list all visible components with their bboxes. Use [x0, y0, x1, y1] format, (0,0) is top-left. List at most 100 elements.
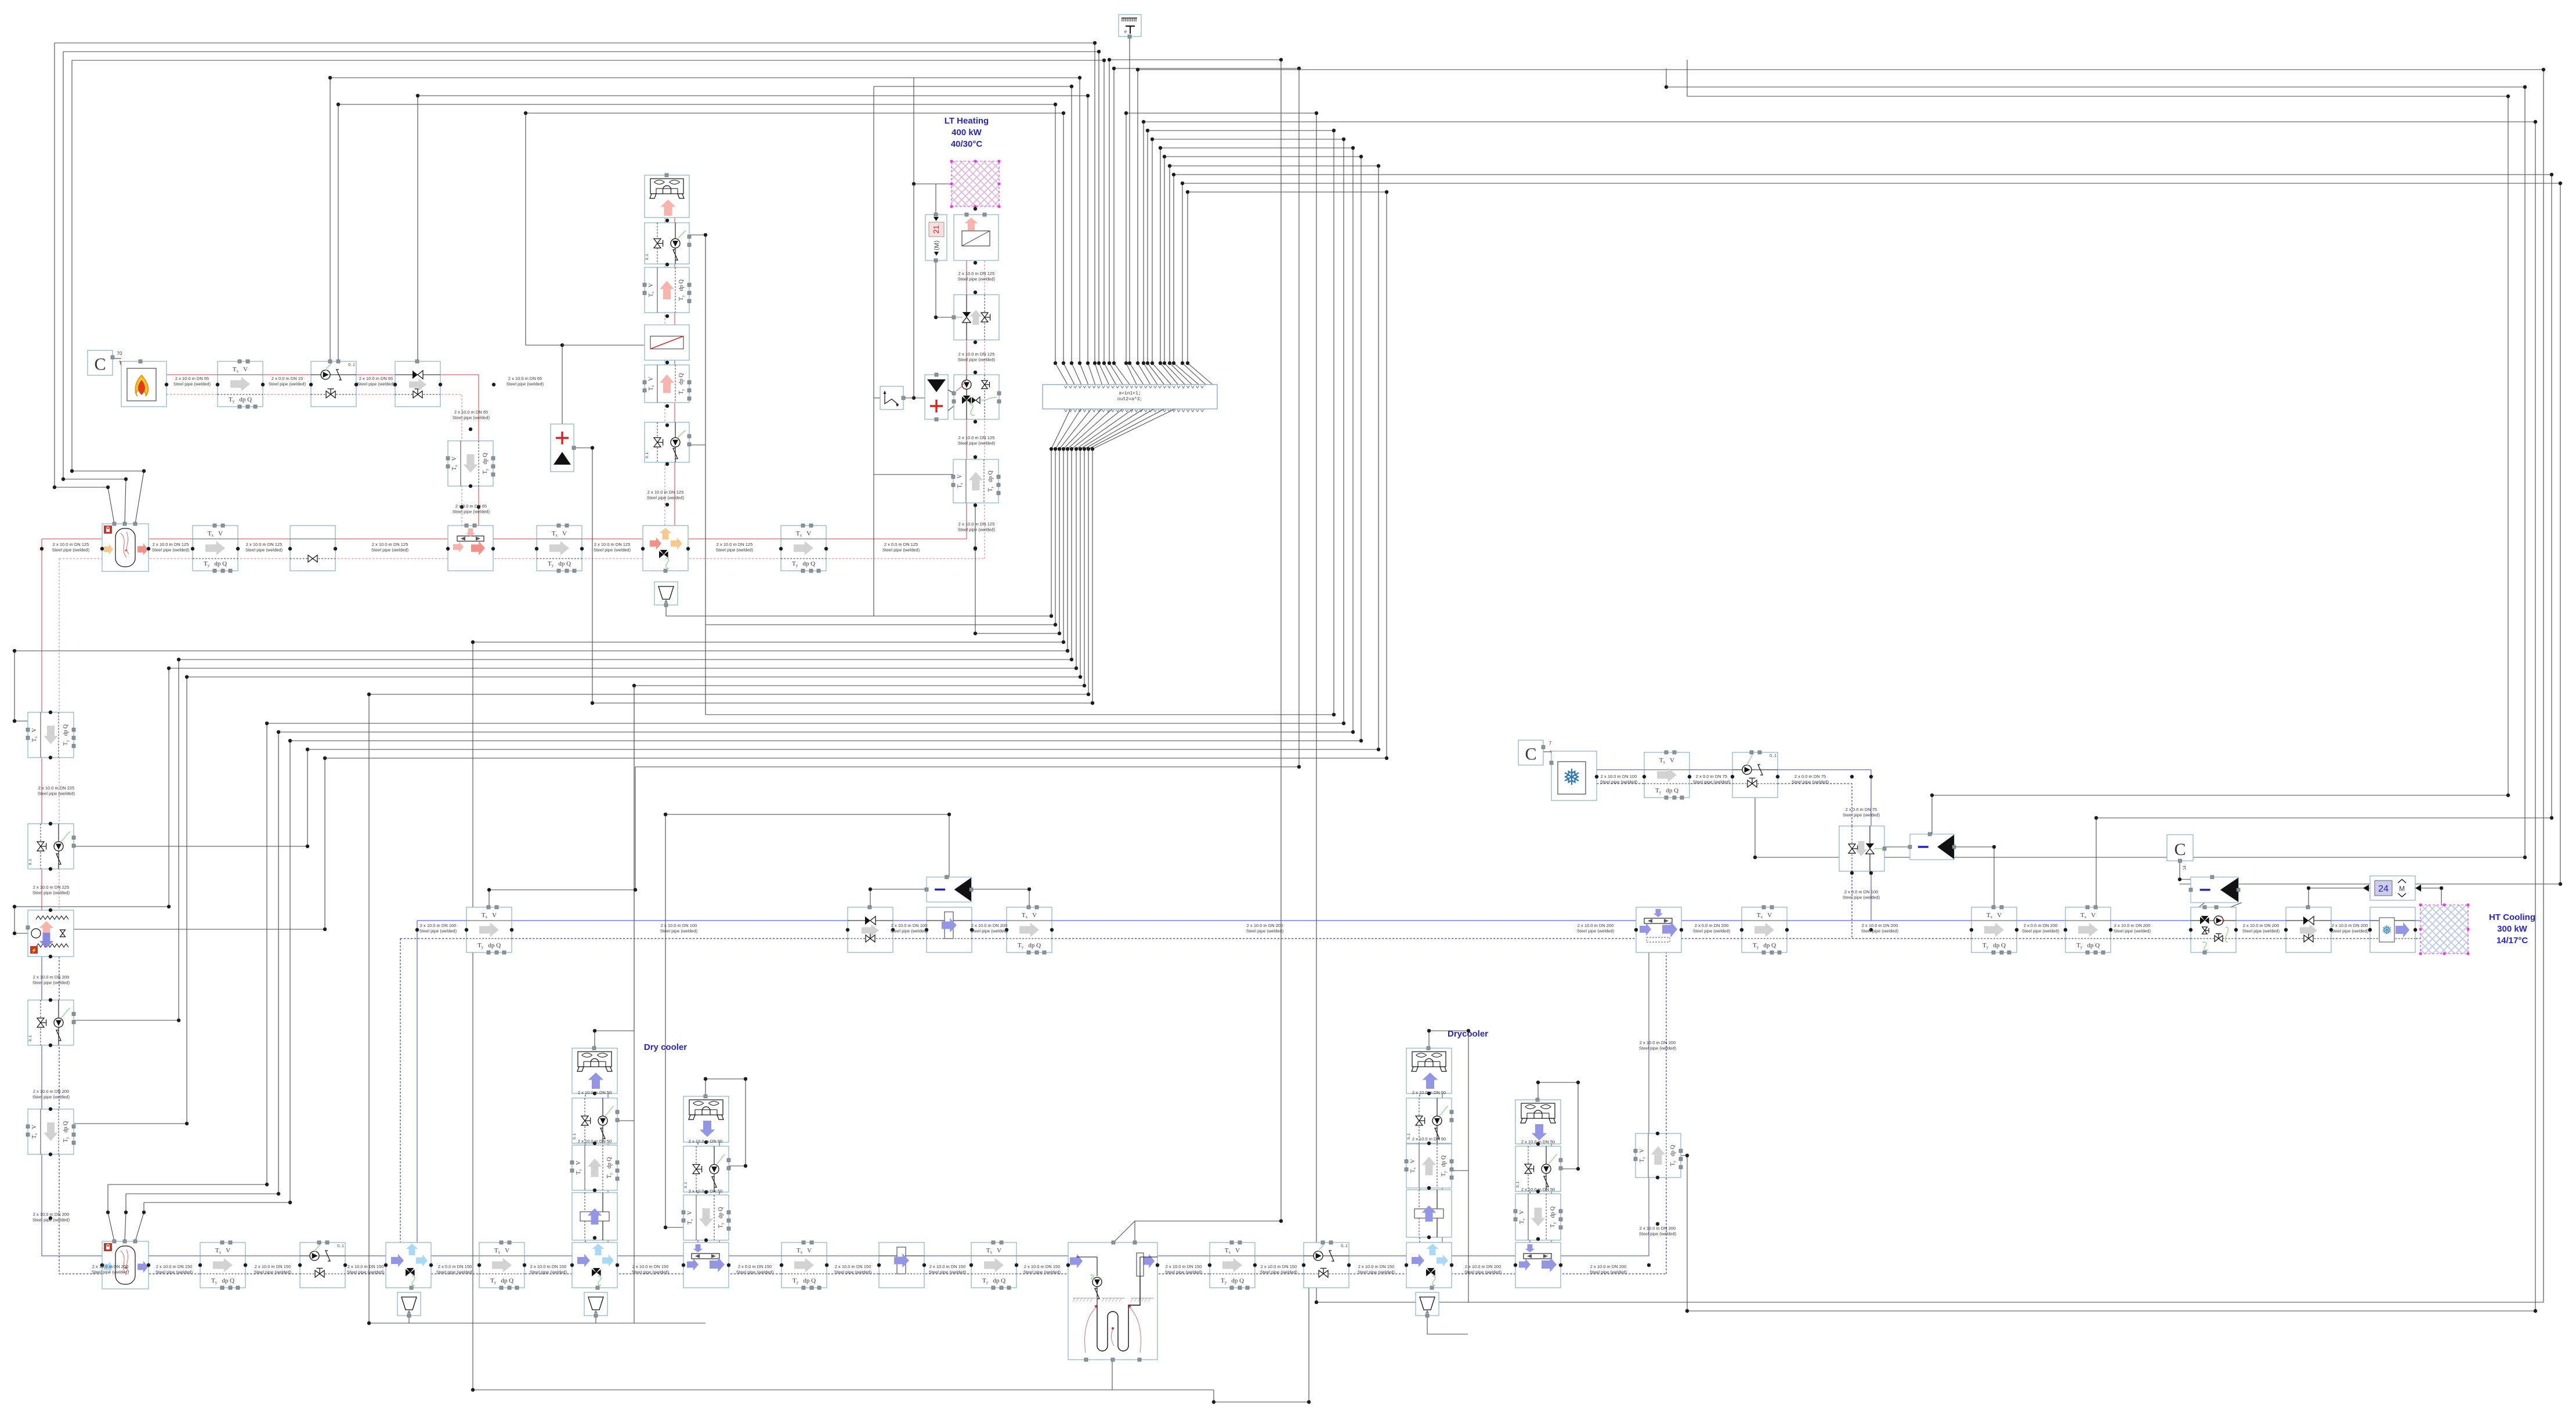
expvessel-bot-2[interactable]	[584, 1292, 608, 1316]
sensor-dc2[interactable]: Tx VTy dp Q	[683, 1194, 729, 1241]
valve-boiler[interactable]	[395, 361, 441, 407]
equation[interactable]: a=in1+1;out2=a^3;	[1042, 384, 1218, 412]
pumpvalve-stack-bot[interactable]: 0..1	[644, 422, 690, 463]
curve-lt[interactable]	[880, 386, 904, 410]
mix-boiler-header[interactable]	[447, 525, 494, 571]
pumpvalve-left-1[interactable]: 0..1	[27, 823, 74, 870]
borefield[interactable]	[1068, 1242, 1158, 1360]
junction-dot	[288, 1200, 292, 1205]
control-link-icon	[1747, 754, 1753, 766]
sensor-ht-3[interactable]: Tx VTy dp Q	[1741, 907, 1788, 953]
sensor-bot-3[interactable]: Tx VTy dp Q	[781, 1242, 827, 1288]
pump-bot-1[interactable]: 0..1	[299, 1242, 346, 1288]
port-icon	[1882, 846, 1887, 851]
valve-ht[interactable]	[847, 907, 893, 953]
sensor-ht-4[interactable]: Tx VTy dp Q	[1971, 907, 2017, 953]
controller-boiler[interactable]: C70	[87, 350, 124, 376]
port-icon	[26, 736, 30, 740]
filter-dc1[interactable]	[571, 1192, 618, 1241]
sensor-stack-bot[interactable]: Tx VTy dp Q	[644, 364, 690, 403]
junction-dc4[interactable]	[1515, 1242, 1561, 1288]
sensor-boiler-riser[interactable]: Tx VTy dp Q	[447, 440, 494, 487]
expvessel-bot-3[interactable]	[1415, 1292, 1439, 1316]
heatpump[interactable]: ⚡	[27, 910, 74, 957]
pump-chiller[interactable]: 0..1	[1732, 752, 1778, 798]
comparator-ht-1[interactable]	[926, 876, 972, 903]
flow-arrow-icon	[650, 537, 661, 550]
sensor-bot-5[interactable]: Tx VTy dp Q	[1209, 1242, 1256, 1288]
fancoil-dc2[interactable]	[683, 1096, 729, 1143]
actuator-lt[interactable]	[953, 214, 999, 261]
valve-chiller-riser[interactable]	[1839, 825, 1885, 872]
pumpvalve-dc1[interactable]: 0..1	[571, 1097, 618, 1144]
sensor-riser[interactable]: Tx VTy dp Q	[1635, 1133, 1681, 1178]
load-ht-cooling[interactable]	[2419, 903, 2470, 955]
load-lt-heating[interactable]	[950, 160, 1001, 208]
sensor-ht-5[interactable]: Tx VTy dp Q	[2065, 907, 2111, 953]
sensor-bot-2[interactable]: Tx VTy dp Q	[479, 1242, 525, 1288]
mix-bot-3[interactable]	[1406, 1242, 1452, 1288]
fancoil-dc4[interactable]	[1515, 1099, 1561, 1144]
pumpvalve-left-2[interactable]: 0..1	[27, 999, 74, 1046]
sensor-dc1[interactable]: Tx VTy dp Q	[571, 1144, 618, 1191]
weather-te[interactable]: e	[1118, 14, 1142, 37]
sensor-lt[interactable]: Tx VTy dp Q	[953, 459, 999, 503]
mix-bot-1[interactable]	[385, 1242, 432, 1288]
expvessel-stack[interactable]	[654, 581, 678, 606]
sensor-header-1[interactable]: Tx VTy dp Q	[192, 525, 238, 571]
sensor-label: Ty dp Q	[1753, 942, 1776, 950]
buffer-tank-heating[interactable]	[102, 523, 149, 572]
sensor-chiller[interactable]: Tx VTy dp Q	[1644, 752, 1690, 798]
mixpump-lt[interactable]	[953, 374, 1000, 420]
filter-dc3[interactable]	[1406, 1189, 1452, 1238]
fancoil-stack[interactable]	[644, 175, 690, 218]
sensor-ht-2[interactable]: Tx VTy dp Q	[1006, 907, 1052, 953]
port-icon	[253, 404, 258, 409]
sensor-ht-1[interactable]: Tx VTy dp Q	[466, 907, 512, 953]
plus-heat[interactable]	[550, 423, 574, 472]
comparator-chiller[interactable]	[1909, 834, 1955, 860]
sensor-header-3[interactable]: Tx VTy dp Q	[780, 525, 827, 571]
sensor-bot-4[interactable]: Tx VTy dp Q	[971, 1242, 1017, 1288]
junction-dc2[interactable]	[683, 1242, 729, 1288]
sensor-dc3[interactable]: Tx VTy dp Q	[1406, 1143, 1452, 1189]
pumpvalve-dc2[interactable]: 0..1	[683, 1146, 729, 1193]
filter-ht[interactable]	[926, 907, 972, 953]
buffer-tank-cooling[interactable]	[102, 1241, 149, 1289]
controller-chiller[interactable]: C7	[1518, 740, 1554, 766]
thermostat-21[interactable]: 21⟨M⟩	[925, 214, 947, 261]
fancoil-dc3[interactable]	[1406, 1048, 1452, 1094]
sensor-left-bot[interactable]: Tx VTy dp Q	[27, 1109, 74, 1155]
sensor-bot-1[interactable]: Tx VTy dp Q	[200, 1242, 246, 1288]
plustri-lt[interactable]	[924, 374, 954, 420]
sensor-dc4[interactable]: Tx VTy dp Q	[1515, 1193, 1561, 1241]
coil-cooling[interactable]: ❅	[2369, 907, 2416, 953]
filter-bot[interactable]	[878, 1242, 925, 1288]
pumpvalve-stack-top[interactable]: 0..1	[644, 222, 690, 265]
pumpvalve-dc4[interactable]: 0..1	[1515, 1146, 1561, 1192]
boiler[interactable]	[121, 361, 167, 407]
pumpvalve-dc3[interactable]: 0..1	[1406, 1097, 1452, 1144]
sensor-header-2[interactable]: Tx VTy dp Q	[536, 525, 583, 571]
comparator-ht-2[interactable]	[2190, 876, 2239, 903]
valvebox-header[interactable]	[290, 525, 336, 571]
sensor-boiler-out[interactable]: Tx VTy dp Q	[217, 361, 263, 407]
mix-riser[interactable]	[1636, 907, 1682, 953]
chiller[interactable]: ❅	[1551, 751, 1597, 801]
valve-ht-2[interactable]	[2285, 907, 2332, 953]
flow-arrow-icon	[471, 541, 485, 556]
hx-plate[interactable]	[644, 324, 690, 361]
sensor-stack-top[interactable]: Tx VTy dp Q	[644, 267, 690, 313]
expvessel-bot-1[interactable]	[397, 1292, 421, 1316]
pump-boiler[interactable]: 0..1	[310, 361, 357, 407]
controller-ht[interactable]: C14	[2166, 834, 2194, 870]
sensor-left-top[interactable]: Tx VTy dp Q	[27, 712, 74, 758]
mix-bot-2[interactable]	[571, 1242, 618, 1288]
mix-stack[interactable]	[642, 525, 689, 571]
port-icon	[494, 950, 499, 955]
mixpump-ht[interactable]	[2190, 907, 2237, 953]
valve-lt[interactable]	[953, 294, 1000, 340]
pump-bot-2[interactable]: 0..1	[1303, 1242, 1349, 1288]
fancoil-dc1[interactable]	[571, 1048, 618, 1094]
